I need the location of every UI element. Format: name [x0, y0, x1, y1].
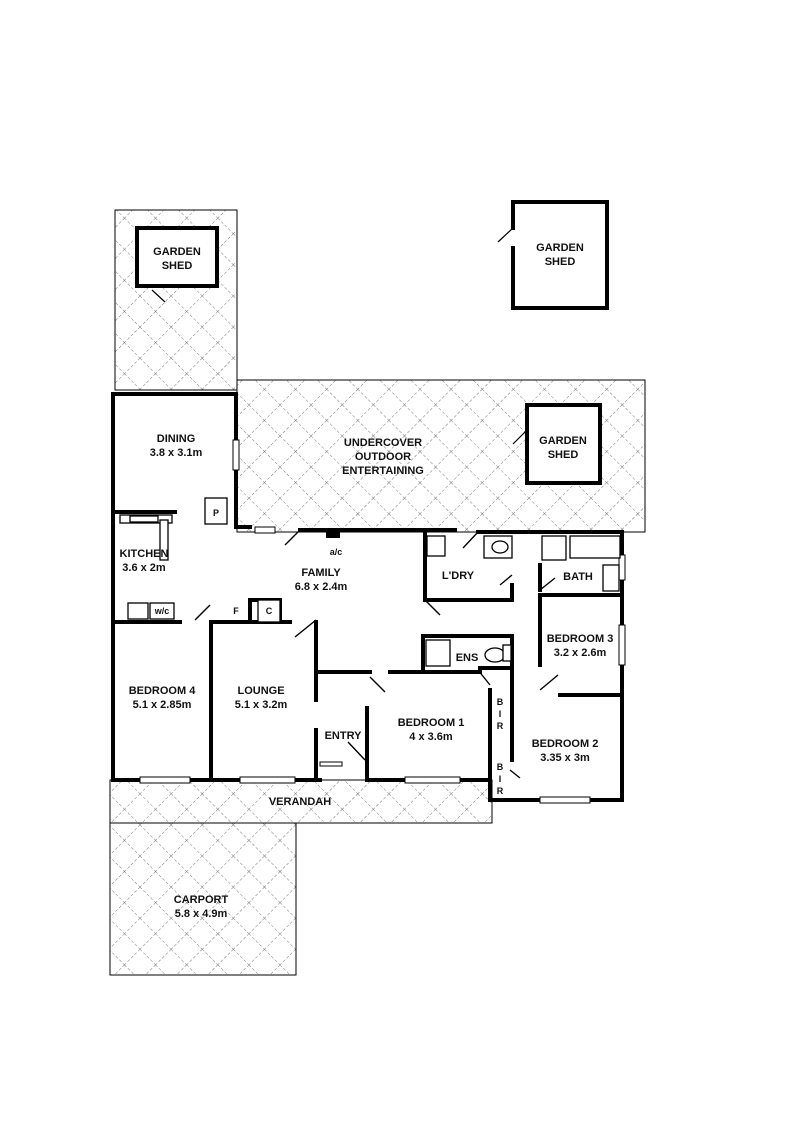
garden-shed-middle: GARDEN SHED [512, 403, 602, 485]
washer-label: w/c [154, 606, 170, 616]
carport-label: CARPORT [174, 894, 229, 906]
lounge-size: 5.1 x 3.2m [235, 699, 288, 711]
kitchen-size: 3.6 x 2m [122, 562, 166, 574]
garden-shed-3-label: GARDEN [539, 435, 587, 447]
bir1-r: R [497, 721, 504, 731]
bedroom3-label: BEDROOM 3 [547, 633, 614, 645]
family-size: 6.8 x 2.4m [295, 581, 348, 593]
entry-door [319, 761, 343, 767]
ensuite-fixtures [425, 639, 512, 667]
pantry-label: P [213, 508, 219, 518]
carport-size: 5.8 x 4.9m [175, 908, 228, 920]
undercover-label-3: ENTERTAINING [342, 465, 424, 477]
cupboard-label: C [266, 606, 273, 616]
kitchen-label: KITCHEN [120, 548, 169, 560]
garden-shed-1-label-2: SHED [162, 260, 193, 272]
bath-label: BATH [563, 571, 593, 583]
bedroom4-label: BEDROOM 4 [129, 685, 197, 697]
laundry-label: L'DRY [442, 570, 475, 582]
garden-shed-top-right: GARDEN SHED [497, 200, 609, 310]
bedroom1-label: BEDROOM 1 [398, 717, 465, 729]
verandah-area [109, 779, 493, 824]
bir1-b: B [497, 697, 504, 707]
bir2-r: R [497, 786, 504, 796]
door-swings [194, 529, 559, 779]
room-labels: DINING 3.8 x 3.1m UNDERCOVER OUTDOOR ENT… [120, 433, 614, 920]
garden-shed-1-label: GARDEN [153, 246, 201, 258]
bir-closets: B I R B I R [497, 697, 504, 796]
bedroom4-size: 5.1 x 2.85m [133, 699, 192, 711]
family-label: FAMILY [301, 567, 341, 579]
verandah-label: VERANDAH [269, 796, 331, 808]
bedroom2-size: 3.35 x 3m [540, 752, 590, 764]
dining-label: DINING [157, 433, 196, 445]
aircon-label: a/c [330, 547, 343, 557]
fridge-cupboard: F C [233, 599, 281, 623]
bir2-b: B [497, 762, 504, 772]
fridge-label: F [233, 606, 239, 616]
carport-area [109, 822, 297, 976]
bath-fixtures [541, 535, 621, 592]
ensuite-label: ENS [456, 652, 479, 664]
lounge-label: LOUNGE [237, 685, 284, 697]
garden-shed-2-label: GARDEN [536, 242, 584, 254]
undercover-label-2: OUTDOOR [355, 451, 411, 463]
bedroom2-label: BEDROOM 2 [532, 738, 599, 750]
pantry: P [204, 497, 228, 525]
entry-label: ENTRY [325, 730, 363, 742]
garden-shed-2-label-2: SHED [545, 256, 576, 268]
windows [139, 439, 626, 804]
laundry-fixtures [426, 535, 513, 559]
garden-shed-3-label-2: SHED [548, 449, 579, 461]
bedroom3-size: 3.2 x 2.6m [554, 647, 607, 659]
garden-shed-top-left: GARDEN SHED [135, 226, 219, 303]
bir2-i: I [499, 774, 502, 784]
kitchen-bench: w/c [119, 514, 175, 620]
bedroom1-size: 4 x 3.6m [409, 731, 453, 743]
aircon: a/c [326, 532, 342, 557]
undercover-label-1: UNDERCOVER [344, 437, 422, 449]
dining-size: 3.8 x 3.1m [150, 447, 203, 459]
bir1-i: I [499, 709, 502, 719]
